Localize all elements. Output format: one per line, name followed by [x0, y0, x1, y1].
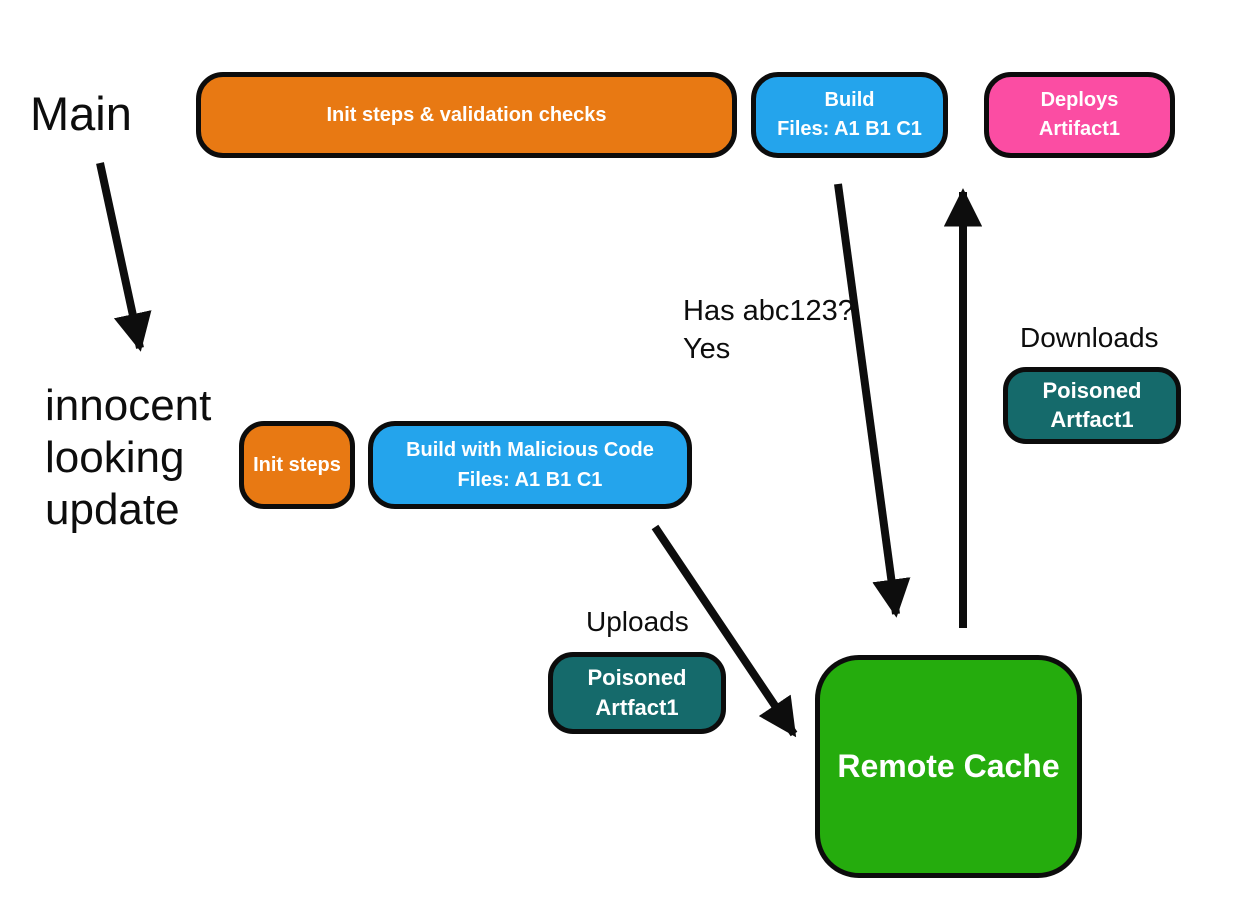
arrow-main-to-innocent-update	[96, 162, 152, 352]
node-build-with-malicious-code: Build with Malicious Code Files: A1 B1 C…	[368, 421, 692, 509]
node-poisoned-artifact-uploaded: Poisoned Artfact1	[548, 652, 726, 734]
node-build-files: Build Files: A1 B1 C1	[751, 72, 948, 158]
node-remote-cache: Remote Cache	[815, 655, 1082, 878]
downloads-label: Downloads	[1020, 322, 1159, 353]
node-poisoned-artifact-downloaded: Poisoned Artfact1	[1003, 367, 1181, 444]
main-branch-label: Main	[30, 87, 132, 140]
uploads-label: Uploads	[586, 606, 689, 637]
innocent-update-label: innocent looking update	[45, 381, 212, 534]
node-init-steps: Init steps	[239, 421, 355, 509]
node-deploys-artifact1: Deploys Artifact1	[984, 72, 1175, 158]
arrow-build-to-remote-cache	[834, 183, 911, 618]
has-hash-question-label: Has abc123? Yes	[683, 295, 854, 365]
node-init-steps-validation-checks: Init steps & validation checks	[196, 72, 737, 158]
